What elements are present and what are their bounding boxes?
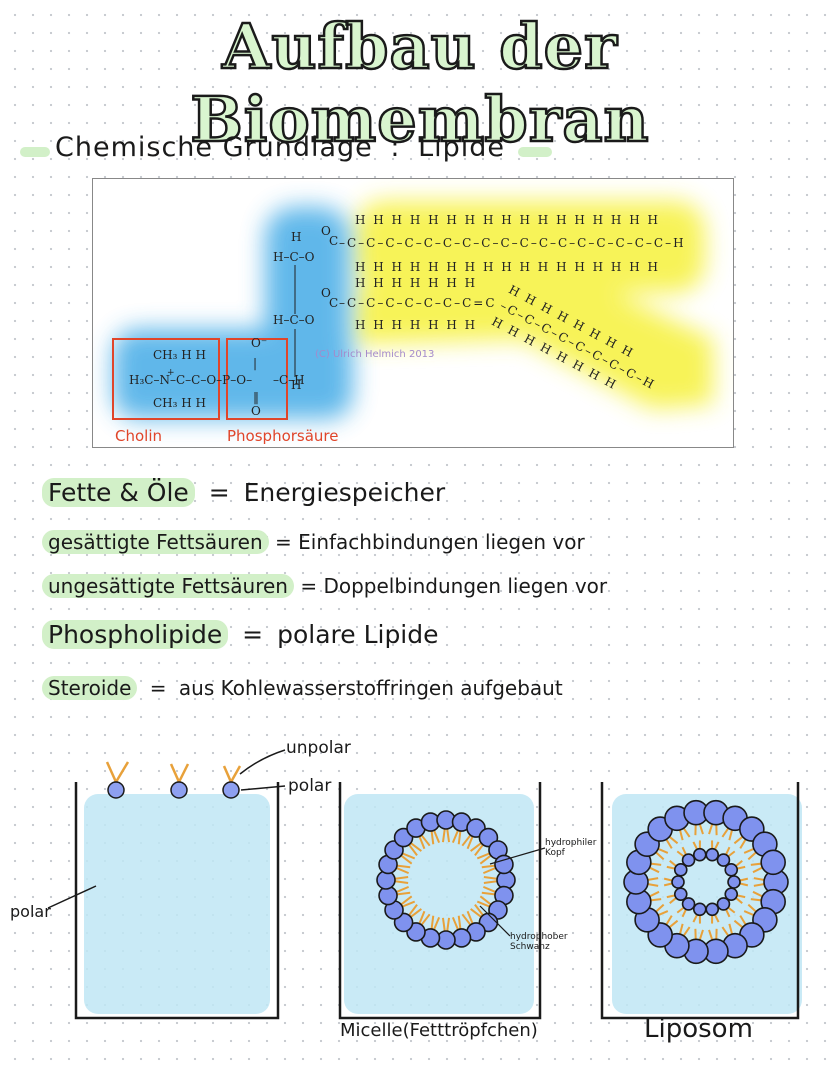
svg-text:CH₃ H H: CH₃ H H	[153, 348, 206, 362]
beaker-liposom	[600, 782, 802, 1020]
chem-sep: :	[390, 132, 401, 163]
lipid-head	[681, 853, 696, 867]
note-key: gesättigte Fettsäuren	[42, 530, 269, 554]
svg-text:O: O	[321, 224, 331, 238]
lipid-head	[494, 854, 514, 875]
beaker-water	[47, 749, 286, 1020]
note-text: polare Lipide	[277, 620, 439, 649]
note-gesaettigt: gesättigte Fettsäuren = Einfachbindungen…	[42, 530, 585, 554]
note-sep: =	[149, 676, 167, 700]
lipid-head	[692, 847, 707, 862]
beaker-micelle	[338, 782, 546, 1020]
lipid-head	[760, 849, 786, 876]
label-hydrophiler-kopf: hydrophiler Kopf	[545, 838, 597, 858]
svg-text:H H H H H H H: H H H H H H H	[355, 276, 477, 290]
cholin-box	[112, 338, 220, 420]
svg-text:O⁻: O⁻	[251, 336, 267, 350]
svg-text:H₃C–N–C–C–O–P–O–: H₃C–N–C–C–O–P–O–	[129, 373, 252, 387]
svg-text:+: +	[167, 368, 175, 378]
note-sep: =	[275, 530, 292, 554]
svg-text:H–C–O: H–C–O	[273, 250, 315, 264]
svg-text:–C–C–C–C–C–C–C=C: –C–C–C–C–C–C–C=C	[339, 296, 497, 310]
svg-text:H: H	[291, 378, 301, 392]
micelle	[376, 810, 516, 950]
note-sep: =	[208, 478, 230, 507]
svg-text:O: O	[321, 286, 331, 300]
note-key: Phospholipide	[42, 620, 229, 649]
lipid-head	[716, 853, 731, 867]
note-text: Energiespeicher	[243, 478, 446, 507]
note-fette: Fette & Öle = Energiespeicher	[42, 478, 445, 507]
highlight-bar-right	[518, 147, 552, 157]
lipid-head	[705, 847, 720, 862]
svg-text:O: O	[251, 404, 261, 418]
svg-text:CH₃ H H: CH₃ H H	[153, 396, 206, 410]
lipid-head	[671, 875, 685, 889]
label-polar-water: polar	[10, 902, 51, 921]
phosphor-box	[226, 338, 288, 420]
label-phosphorsaeure: Phosphorsäure	[227, 427, 339, 445]
page-title: Aufbau der Biomembran	[189, 9, 650, 158]
head-glow	[113, 207, 353, 419]
surface-lipids	[105, 761, 242, 799]
note-key: Fette & Öle	[42, 478, 195, 507]
svg-text:–C–H: –C–H	[273, 373, 305, 387]
note-steroide: Steroide = aus Kohlewasserstoffringen au…	[42, 676, 563, 700]
label-cholin: Cholin	[115, 427, 162, 445]
note-text: Einfachbindungen liegen vor	[298, 530, 585, 554]
note-ungesaettigt: ungesättigte Fettsäuren = Doppelbindunge…	[42, 574, 607, 598]
svg-text:|: |	[253, 356, 257, 370]
lipid-head	[673, 887, 688, 901]
caption-liposom: Liposom	[644, 1014, 753, 1044]
copyright-text: (C) Ulrich Helmich 2013	[315, 349, 435, 360]
highlight-bar-left	[20, 147, 50, 157]
svg-text:‖: ‖	[253, 390, 259, 404]
note-sep: =	[300, 574, 318, 598]
chem-value: Lipide	[418, 132, 506, 163]
note-text: Doppelbindungen liegen vor	[323, 574, 608, 598]
caption-micelle: Micelle(Fetttröpfchen)	[340, 1020, 538, 1041]
lipid-head	[692, 902, 707, 917]
label-hydrophober-schwanz: hydrophober Schwanz	[510, 932, 568, 952]
note-key: ungesättigte Fettsäuren	[42, 574, 294, 598]
svg-text:–C–C–C–C–C–C–C–C–C–C–C–C–C–C–C: –C–C–C–C–C–C–C–C–C–C–C–C–C–C–C–C–C–H	[339, 236, 686, 250]
label-polar-head: polar	[288, 776, 332, 796]
svg-text:H H H H H H H H H H: H H H H H H H H H H H H H H H H H	[355, 260, 660, 274]
note-text: aus Kohlewasserstoffringen aufgebaut	[178, 676, 563, 700]
note-phospholipide: Phospholipide = polare Lipide	[42, 620, 439, 649]
chem-label: Chemische Grundlage	[55, 132, 373, 163]
svg-text:C: C	[329, 234, 338, 248]
chem-line: Chemische Grundlage : Lipide	[55, 132, 505, 163]
lipid-head	[724, 863, 739, 877]
tail-glow	[355, 201, 713, 409]
liposom	[623, 799, 789, 965]
lipid-head	[705, 902, 720, 917]
svg-text:C: C	[329, 296, 338, 310]
lipid-head	[673, 863, 688, 877]
phospholipid-structure: H H–C–O H–C–O H –C–H O C O C H H H H H H…	[112, 201, 713, 420]
note-key: Steroide	[42, 676, 138, 700]
phospholipid-figure: H H–C–O H–C–O H –C–H O C O C H H H H H H…	[92, 178, 734, 448]
svg-text:H H H H H H H: H H H H H H H	[355, 318, 477, 332]
lipid-head	[681, 897, 696, 911]
label-unpolar: unpolar	[286, 738, 351, 758]
svg-text:H H H H H H H H H H: H H H H H H H H H H H H H H H H H	[355, 213, 660, 227]
lipid-head	[716, 897, 731, 911]
lipid-head	[727, 875, 741, 889]
membrane-diagram	[47, 749, 802, 1020]
svg-text:H: H	[291, 230, 301, 244]
svg-text:H–C–O: H–C–O	[273, 313, 315, 327]
note-sep: =	[242, 620, 264, 649]
lipid-head	[724, 887, 739, 901]
